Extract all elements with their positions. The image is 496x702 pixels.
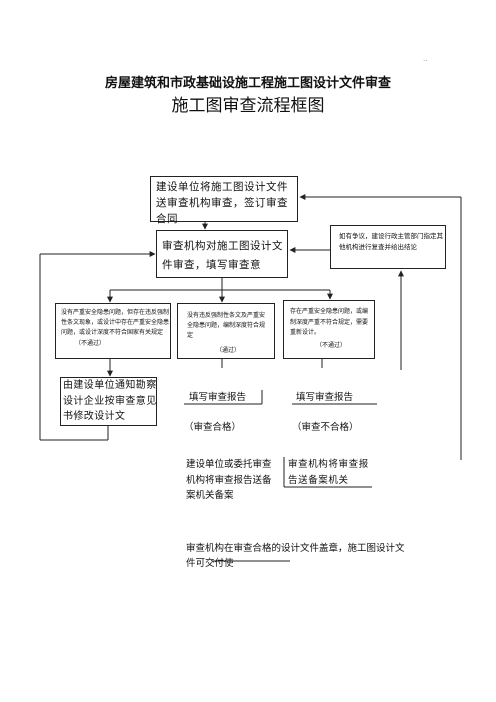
pass-middle-status: （通过） — [215, 346, 240, 354]
report-pass-status: （审查合格） — [184, 422, 242, 433]
fail-left-status: （不通过） — [75, 339, 106, 347]
dispute-box-text: 如有争议，建设行政主管部门指定其他机构进行复查并给出结论 — [339, 232, 443, 252]
filing-pass-text: 建设单位或委托审查机构将审查报告送备案机关备案 — [186, 459, 272, 502]
dispute-box: 如有争议，建设行政主管部门指定其他机构进行复查并给出结论 — [330, 225, 446, 269]
fail-right-text: 存在严重安全隐患问题，或编制深度严重不符合规定，需要重新设计。 — [290, 308, 369, 336]
fail-left-text: 没有严重安全隐患问题，但存在违反强制性条文现象，或设计中存在严重安全隐患问题，或… — [61, 309, 170, 337]
fail-right-box: 存在严重安全隐患问题，或编制深度严重不符合规定，需要重新设计。 （不通过） — [283, 300, 375, 359]
report-fail-label: 填写审查报告 — [296, 392, 354, 403]
fail-left-box: 没有严重安全隐患问题，但存在违反强制性条文现象，或设计中存在严重安全隐患问题，或… — [55, 303, 171, 359]
fail-right-status: （不通过） — [315, 341, 346, 349]
submit-box-text: 建设单位将施工图设计文件送审查机构审查，签订审查合同 — [156, 181, 288, 225]
corner-mark: ·· — [423, 57, 428, 65]
revise-box: 由建设单位通知勘察设计企业按审查意见书修改设计文 — [60, 377, 157, 426]
review-box-text: 审查机构对施工图设计文件审查，填写审查意 — [162, 240, 283, 271]
document-title: 房屋建筑和市政基础设施工程施工图设计文件审查 — [104, 76, 391, 91]
final-note-text: 审查机构在审查合格的设计文件盖章，施工图设计文件可交付使 — [186, 543, 405, 570]
pass-middle-box: 没有违反强制性条文及严重安全隐患问题，编制深度符合规定 （通过） — [177, 303, 275, 359]
filing-fail-text: 审查机构将审查报告送备案机关 — [288, 459, 369, 486]
diagram-title: 施工图审查流程框图 — [171, 96, 325, 116]
review-box: 审查机构对施工图设计文件审查，填写审查意 — [156, 230, 288, 278]
report-pass-label: 填写审查报告 — [189, 392, 247, 403]
report-fail-status: （审查不合格） — [292, 422, 359, 433]
submit-box: 建设单位将施工图设计文件送审查机构审查，签订审查合同 — [150, 176, 298, 225]
pass-middle-text: 没有违反强制性条文及严重安全隐患问题，编制深度符合规定 — [187, 312, 266, 340]
revise-box-text: 由建设单位通知勘察设计企业按审查意见书修改设计文 — [63, 380, 157, 422]
